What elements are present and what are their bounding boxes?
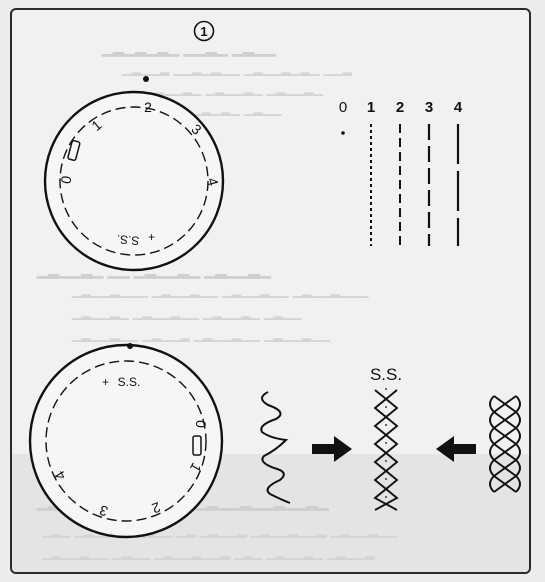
stitch-length-label-3: 3 xyxy=(425,99,433,116)
dial-indicator-dot xyxy=(143,76,149,82)
faint-text-line: ▁▂▁▁▂▁▁ ▁▂▁▁ ▁▂▁▁▂▁▁▂ ▁▂▁ ▁▂▁▁▂▁ ▁▂▁▁▂ xyxy=(42,546,375,560)
dial-slot-marker xyxy=(67,139,81,161)
faint-text-line: ▁▂▁▁▂▁ ▁▂▁▁▂▁▁ ▁▂▁▁▂▁ ▁▂▁▁ xyxy=(72,306,303,320)
stitch-length-label-4: 4 xyxy=(454,99,463,116)
overlock-stitch-center xyxy=(373,388,399,512)
stitch-length-label-1: 1 xyxy=(367,99,375,116)
faint-text-line: ▁▂▁▁▂▁▁ ▁▂▁▁▂ ▁▂▁▁▂▁▁ ▁▂▁▁▂▁▁ xyxy=(72,328,331,342)
arrow-left-icon xyxy=(436,436,476,462)
dial-number-0: 0 xyxy=(193,420,210,429)
dial-ss-label: S.S. xyxy=(116,232,140,248)
dial-ss-label: S.S. xyxy=(118,375,141,389)
dial-tick-plus: + xyxy=(102,375,109,389)
honeycomb-stitch-right xyxy=(489,395,521,493)
stitch-length-label-2: 2 xyxy=(396,99,404,116)
stitch-line-0 xyxy=(341,131,345,135)
zigzag-stitch-left xyxy=(260,391,291,504)
dial-tick-plus: + xyxy=(148,230,155,244)
faint-text-line: ▁▁ ▁▂▁▁▂▁ ▁▂▁▁▂▁ ▁▂▁▁▂▁ xyxy=(122,82,324,96)
dial-number-2: 2 xyxy=(144,99,152,115)
faint-text-line: ▁▂▁▁▂▁ ▁▁ ▁▂▁▁▂▁ ▁▂▁▁▂▁ xyxy=(37,262,271,278)
faint-text-line: ▁▂▁▁▂▁▁▁ ▁▂▁▁▂▁▁ ▁▂▁▁▂▁▁ ▁▂▁▁▂▁▁▁ xyxy=(72,284,369,298)
dial-slot-marker xyxy=(192,435,202,456)
faint-text-line: ▁▂▁▂▁▂▁ ▁▁▂▁ ▁▂▁▁ xyxy=(102,40,277,56)
stitch-length-dial-bottom: S.S. + 0 1 2 3 4 xyxy=(28,343,224,539)
figure-number-marker: 1 xyxy=(193,20,215,42)
dial-number-4: 4 xyxy=(204,176,222,188)
dial-number-0: 0 xyxy=(57,174,74,185)
stretch-stitch-illustration: S.S. xyxy=(260,365,521,512)
faint-text-line: ▁▂▁▁▂ ▁▁▂▁▂▁▁ ▁▂▁▁▂▁▂▁ ▁▁▂ xyxy=(122,62,353,76)
stretch-stitch-label: S.S. xyxy=(370,365,402,384)
dial-indicator-dot xyxy=(127,343,133,349)
stitch-length-label-0: 0 xyxy=(339,99,347,116)
stitch-length-dial-top: 2 1 3 4 0 S.S. + xyxy=(43,76,225,272)
stitch-length-chart: 0 1 2 3 4 xyxy=(339,99,463,246)
figure-number-text: 1 xyxy=(200,24,207,39)
arrow-right-icon xyxy=(312,436,352,462)
